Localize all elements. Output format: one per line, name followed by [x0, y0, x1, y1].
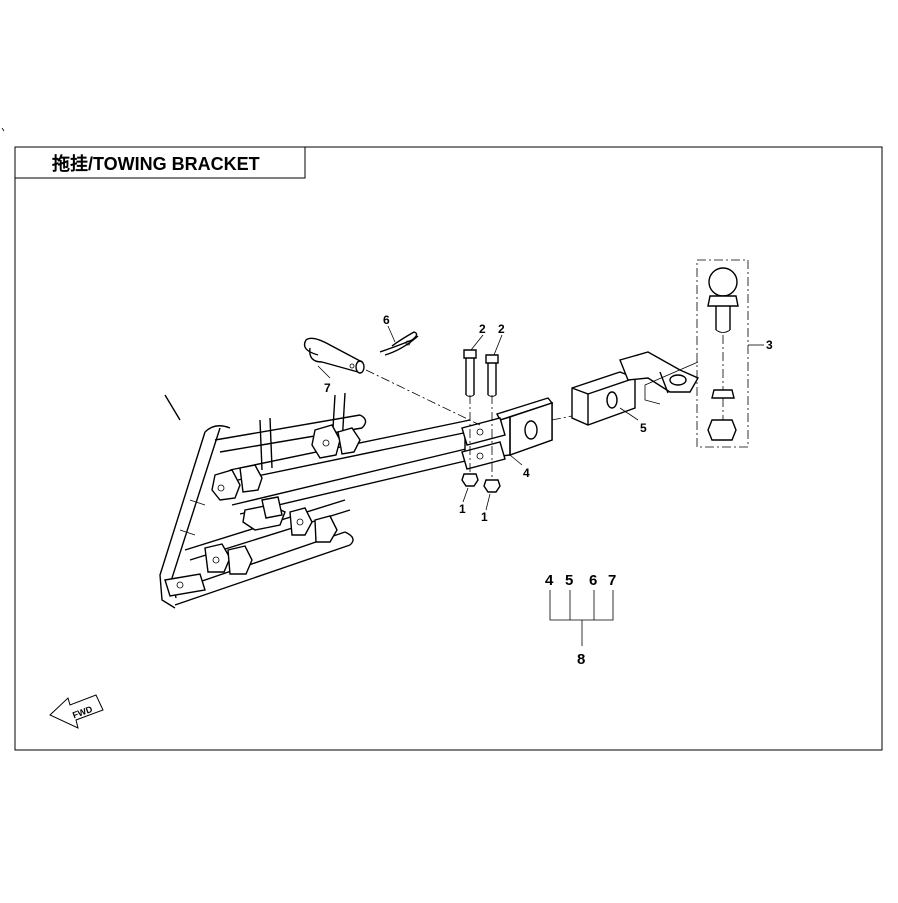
callout-label: 2: [498, 322, 505, 336]
callout-label: 7: [324, 381, 331, 395]
callout-label: 2: [479, 322, 486, 336]
hitch-clip-part-6: [379, 331, 419, 356]
group-member-6: 6: [589, 572, 597, 589]
callout-label: 1: [481, 510, 488, 524]
callout-label: 3: [766, 338, 773, 352]
title-block: 拖挂/TOWING BRACKET: [15, 147, 306, 179]
callout-6: 6: [383, 313, 396, 343]
callout-label: 4: [523, 466, 530, 480]
callout-2b: 2: [493, 322, 505, 356]
callout-3: 3: [748, 338, 773, 352]
bolt-part-2a: [463, 349, 477, 397]
callout-label: 5: [640, 421, 647, 435]
bolt-part-2b: [485, 354, 499, 397]
drawbar-part-5: [571, 351, 699, 426]
group-member-5: 5: [565, 572, 573, 589]
registration-mark: [1, 127, 5, 132]
assembly-group: 4 5 6 7 8: [545, 572, 616, 668]
hitch-pin-part-7: [303, 337, 365, 374]
callout-1a: 1: [459, 487, 469, 516]
receiver-bracket-part-4: [461, 397, 554, 470]
nut-part-1a: [461, 473, 479, 487]
page-title: 拖挂/TOWING BRACKET: [52, 153, 260, 174]
group-member-4: 4: [545, 572, 554, 589]
rear-frame-illustration: [159, 392, 479, 609]
ball-kit-part-3: [696, 259, 749, 448]
group-result-8: 8: [577, 651, 585, 668]
drawing-frame: [14, 146, 883, 751]
callout-7: 7: [317, 365, 331, 395]
callout-1b: 1: [481, 493, 491, 524]
callout-2a: 2: [470, 322, 486, 351]
callout-label: 1: [459, 502, 466, 516]
fwd-arrow-icon: FWD: [49, 694, 104, 729]
callout-label: 6: [383, 313, 390, 327]
callout-4: 4: [509, 454, 530, 480]
callout-5: 5: [619, 407, 647, 435]
nut-part-1b: [483, 479, 501, 493]
group-member-7: 7: [608, 572, 616, 589]
